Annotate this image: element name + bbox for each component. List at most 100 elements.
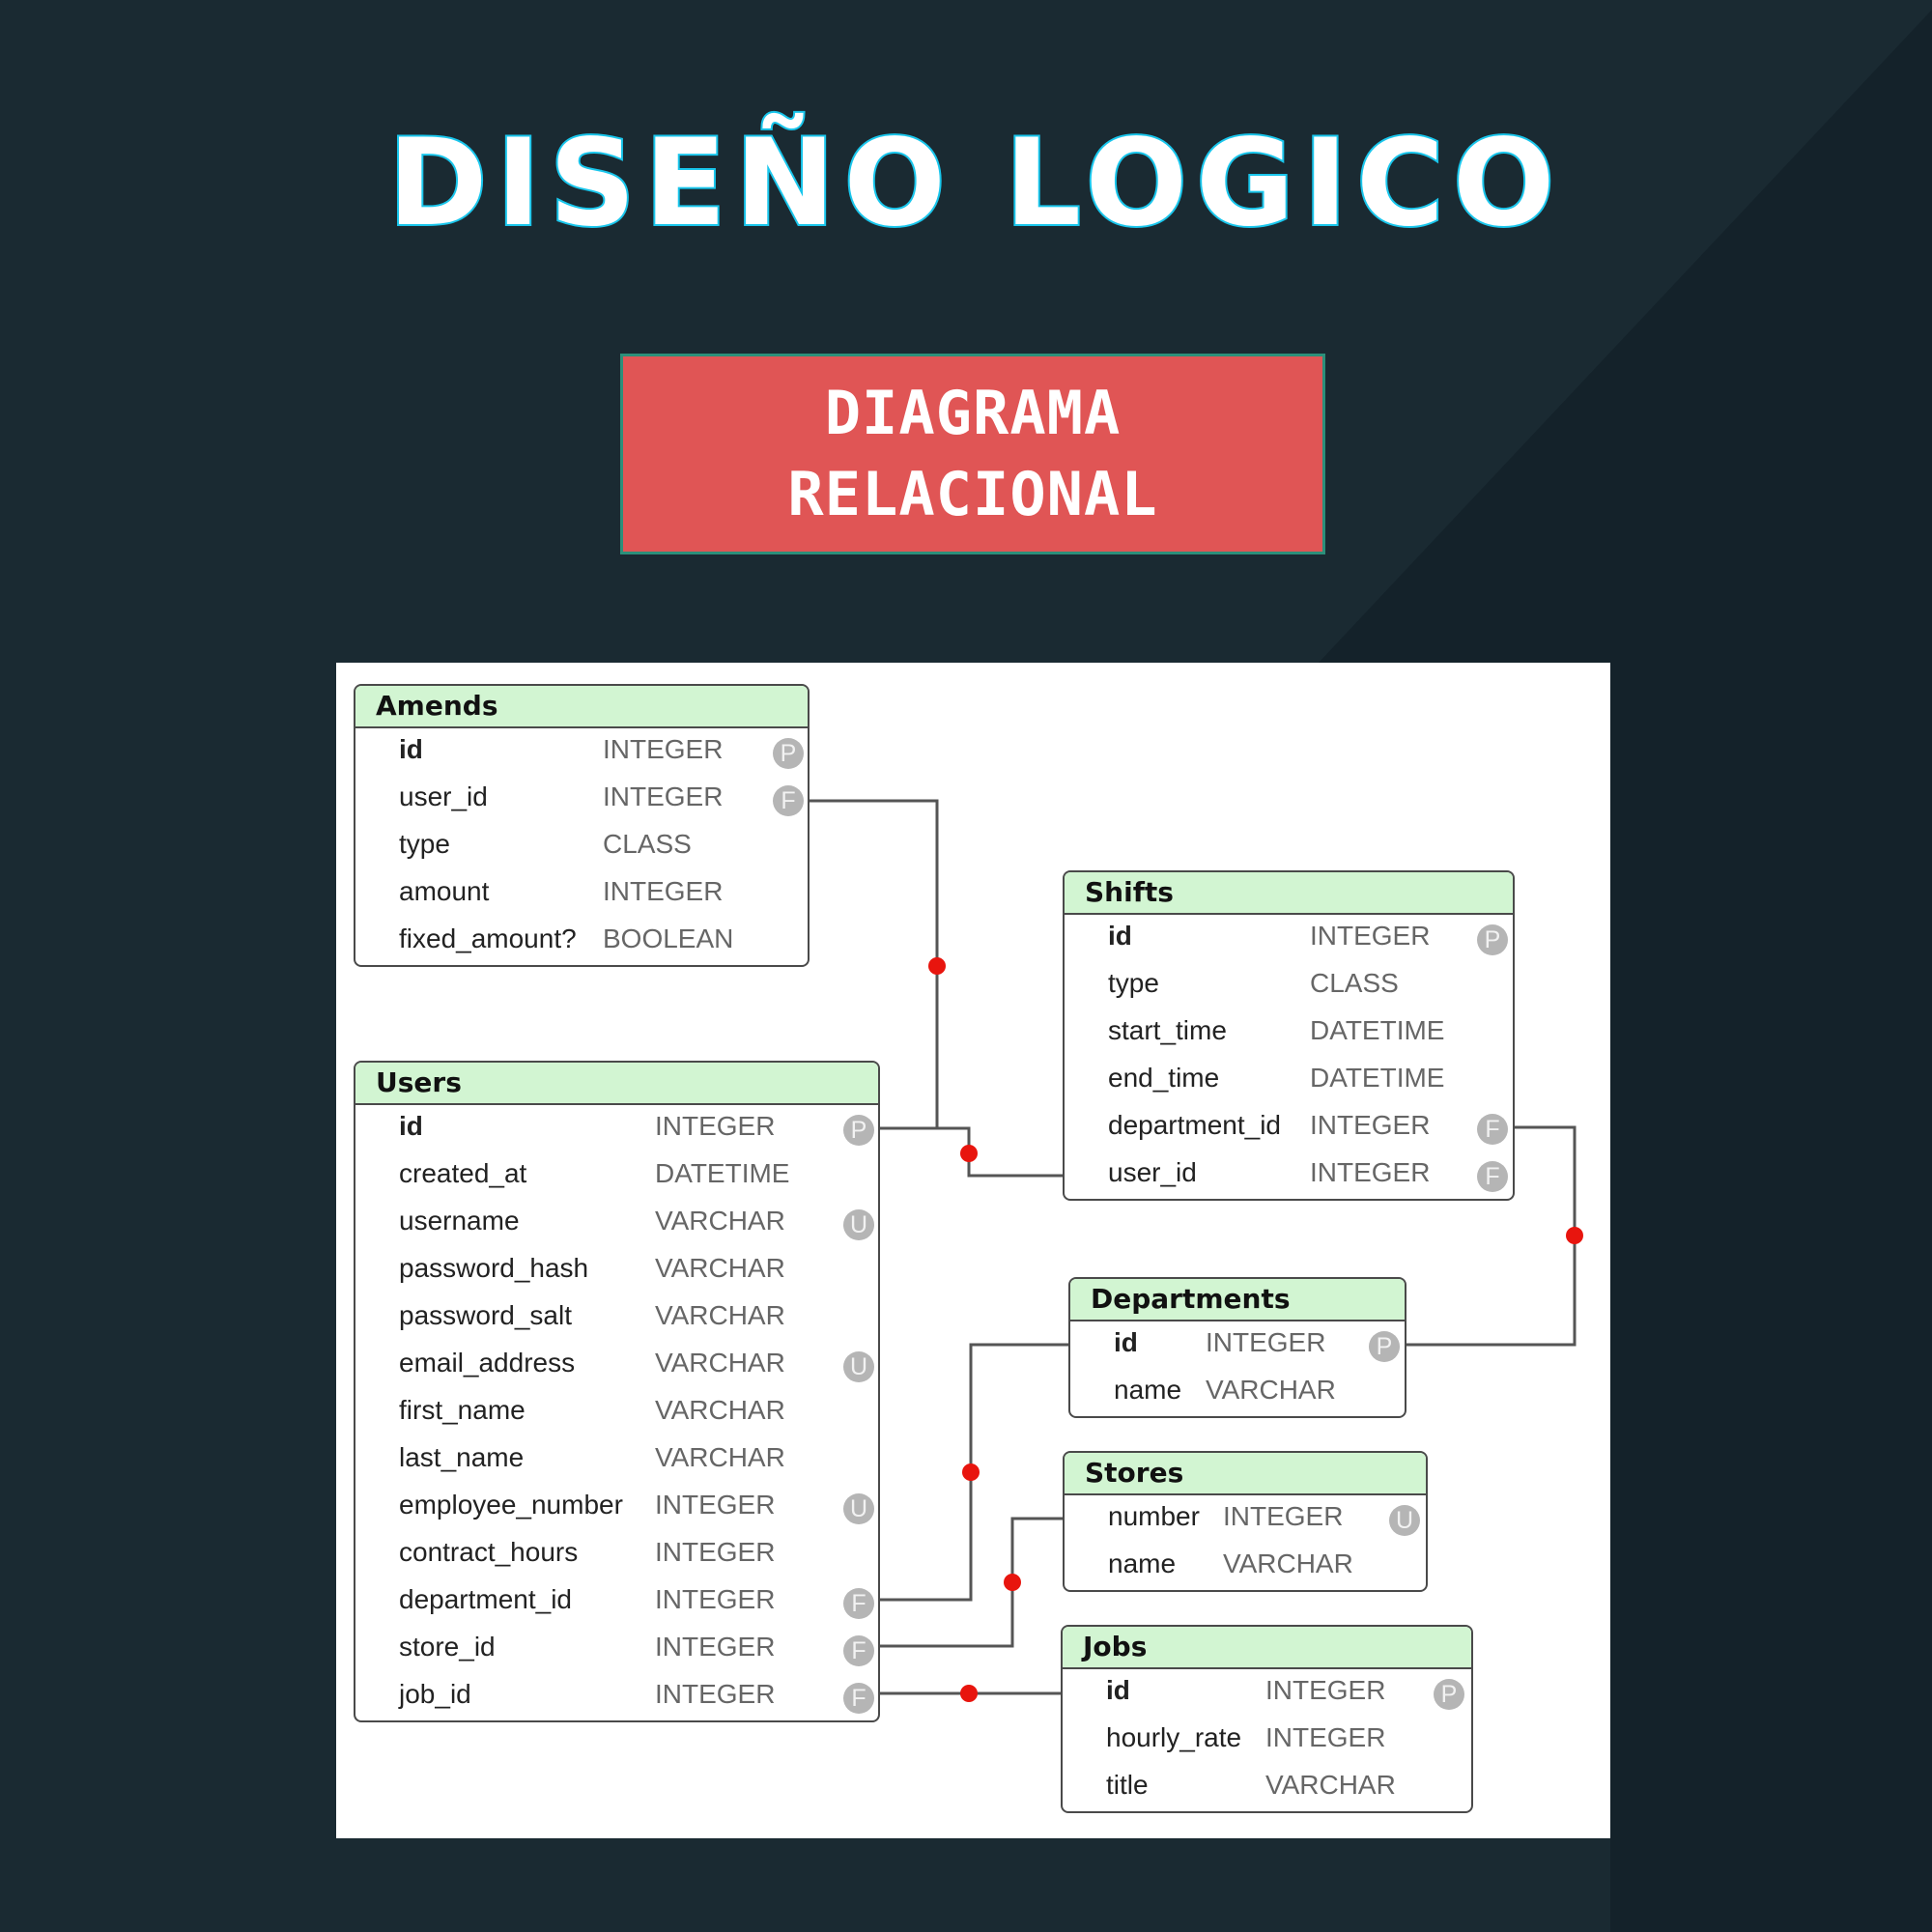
column-type: INTEGER bbox=[1223, 1501, 1344, 1531]
column-name: username bbox=[399, 1206, 520, 1236]
key-badge-icon: F bbox=[843, 1683, 874, 1714]
column-name: email_address bbox=[399, 1348, 576, 1378]
key-badge-icon: P bbox=[1477, 924, 1508, 955]
column-name: id bbox=[399, 734, 423, 764]
table-row: contract_hours INTEGER bbox=[355, 1531, 878, 1578]
column-name: amount bbox=[399, 876, 490, 906]
column-name: department_id bbox=[399, 1584, 573, 1614]
column-type: DATETIME bbox=[1310, 1015, 1445, 1045]
key-badge-icon: U bbox=[843, 1209, 874, 1240]
column-type: VARCHAR bbox=[655, 1442, 785, 1472]
column-name: created_at bbox=[399, 1158, 527, 1188]
relationship-dot bbox=[960, 1145, 978, 1162]
column-type: INTEGER bbox=[603, 781, 724, 811]
table-row: department_id INTEGER F bbox=[1065, 1104, 1513, 1151]
table-row: start_time DATETIME bbox=[1065, 1009, 1513, 1057]
relationship-dot bbox=[928, 957, 946, 975]
key-badge-icon: U bbox=[843, 1493, 874, 1524]
column-type: INTEGER bbox=[655, 1584, 776, 1614]
key-badge-icon: P bbox=[1434, 1679, 1464, 1710]
column-name: employee_number bbox=[399, 1490, 623, 1520]
table-row: user_id INTEGER F bbox=[1065, 1151, 1513, 1199]
key-badge-icon: P bbox=[1369, 1331, 1400, 1362]
table-header: Amends bbox=[355, 686, 808, 728]
column-name: name bbox=[1114, 1375, 1182, 1405]
column-type: VARCHAR bbox=[655, 1348, 785, 1378]
column-type: INTEGER bbox=[1265, 1675, 1386, 1705]
key-badge-icon: F bbox=[1477, 1161, 1508, 1192]
column-type: INTEGER bbox=[655, 1537, 776, 1567]
column-name: department_id bbox=[1108, 1110, 1282, 1140]
table-row: user_id INTEGER F bbox=[355, 776, 808, 823]
table-row: id INTEGER P bbox=[1063, 1669, 1471, 1717]
column-type: CLASS bbox=[1310, 968, 1399, 998]
key-badge-icon: P bbox=[843, 1115, 874, 1146]
column-type: INTEGER bbox=[655, 1632, 776, 1662]
column-type: INTEGER bbox=[655, 1111, 776, 1141]
table-header: Stores bbox=[1065, 1453, 1426, 1495]
subtitle-text: DIAGRAMA RELACIONAL bbox=[787, 378, 1158, 529]
table-row: first_name VARCHAR bbox=[355, 1389, 878, 1436]
column-name: user_id bbox=[1108, 1157, 1197, 1187]
table-row: created_at DATETIME bbox=[355, 1152, 878, 1200]
page-title: DISEÑO LOGICO bbox=[386, 112, 1564, 255]
column-name: id bbox=[399, 1111, 423, 1141]
table-header: Jobs bbox=[1063, 1627, 1471, 1669]
relationship-dot bbox=[1004, 1574, 1021, 1591]
column-type: INTEGER bbox=[1206, 1327, 1326, 1357]
column-name: password_hash bbox=[399, 1253, 589, 1283]
column-type: VARCHAR bbox=[1265, 1770, 1396, 1800]
column-type: DATETIME bbox=[655, 1158, 790, 1188]
table-row: password_salt VARCHAR bbox=[355, 1294, 878, 1342]
relationship-lines bbox=[810, 799, 1583, 1702]
column-type: INTEGER bbox=[1310, 1157, 1431, 1187]
column-type: DATETIME bbox=[1310, 1063, 1445, 1093]
column-type: BOOLEAN bbox=[603, 923, 734, 953]
key-badge-icon: F bbox=[1477, 1114, 1508, 1145]
column-name: store_id bbox=[399, 1632, 496, 1662]
table-header: Departments bbox=[1070, 1279, 1405, 1321]
key-badge-icon: P bbox=[773, 738, 804, 769]
column-type: INTEGER bbox=[1310, 1110, 1431, 1140]
column-name: contract_hours bbox=[399, 1537, 579, 1567]
column-name: number bbox=[1108, 1501, 1200, 1531]
column-type: VARCHAR bbox=[655, 1395, 785, 1425]
key-badge-icon: U bbox=[843, 1351, 874, 1382]
subtitle-banner: DIAGRAMA RELACIONAL bbox=[620, 354, 1325, 554]
column-name: password_salt bbox=[399, 1300, 572, 1330]
key-badge-icon: F bbox=[773, 785, 804, 816]
column-name: hourly_rate bbox=[1106, 1722, 1242, 1752]
table-header: Users bbox=[355, 1063, 878, 1105]
column-type: INTEGER bbox=[655, 1679, 776, 1709]
table-row: password_hash VARCHAR bbox=[355, 1247, 878, 1294]
column-name: type bbox=[399, 829, 450, 859]
column-type: VARCHAR bbox=[655, 1300, 785, 1330]
column-name: start_time bbox=[1108, 1015, 1227, 1045]
column-type: INTEGER bbox=[603, 734, 724, 764]
column-name: id bbox=[1106, 1675, 1130, 1705]
table-row: end_time DATETIME bbox=[1065, 1057, 1513, 1104]
column-name: user_id bbox=[399, 781, 488, 811]
relationship-dot bbox=[960, 1685, 978, 1702]
column-type: VARCHAR bbox=[655, 1253, 785, 1283]
column-name: end_time bbox=[1108, 1063, 1220, 1093]
column-name: first_name bbox=[399, 1395, 526, 1425]
relationship-dot bbox=[962, 1463, 980, 1481]
